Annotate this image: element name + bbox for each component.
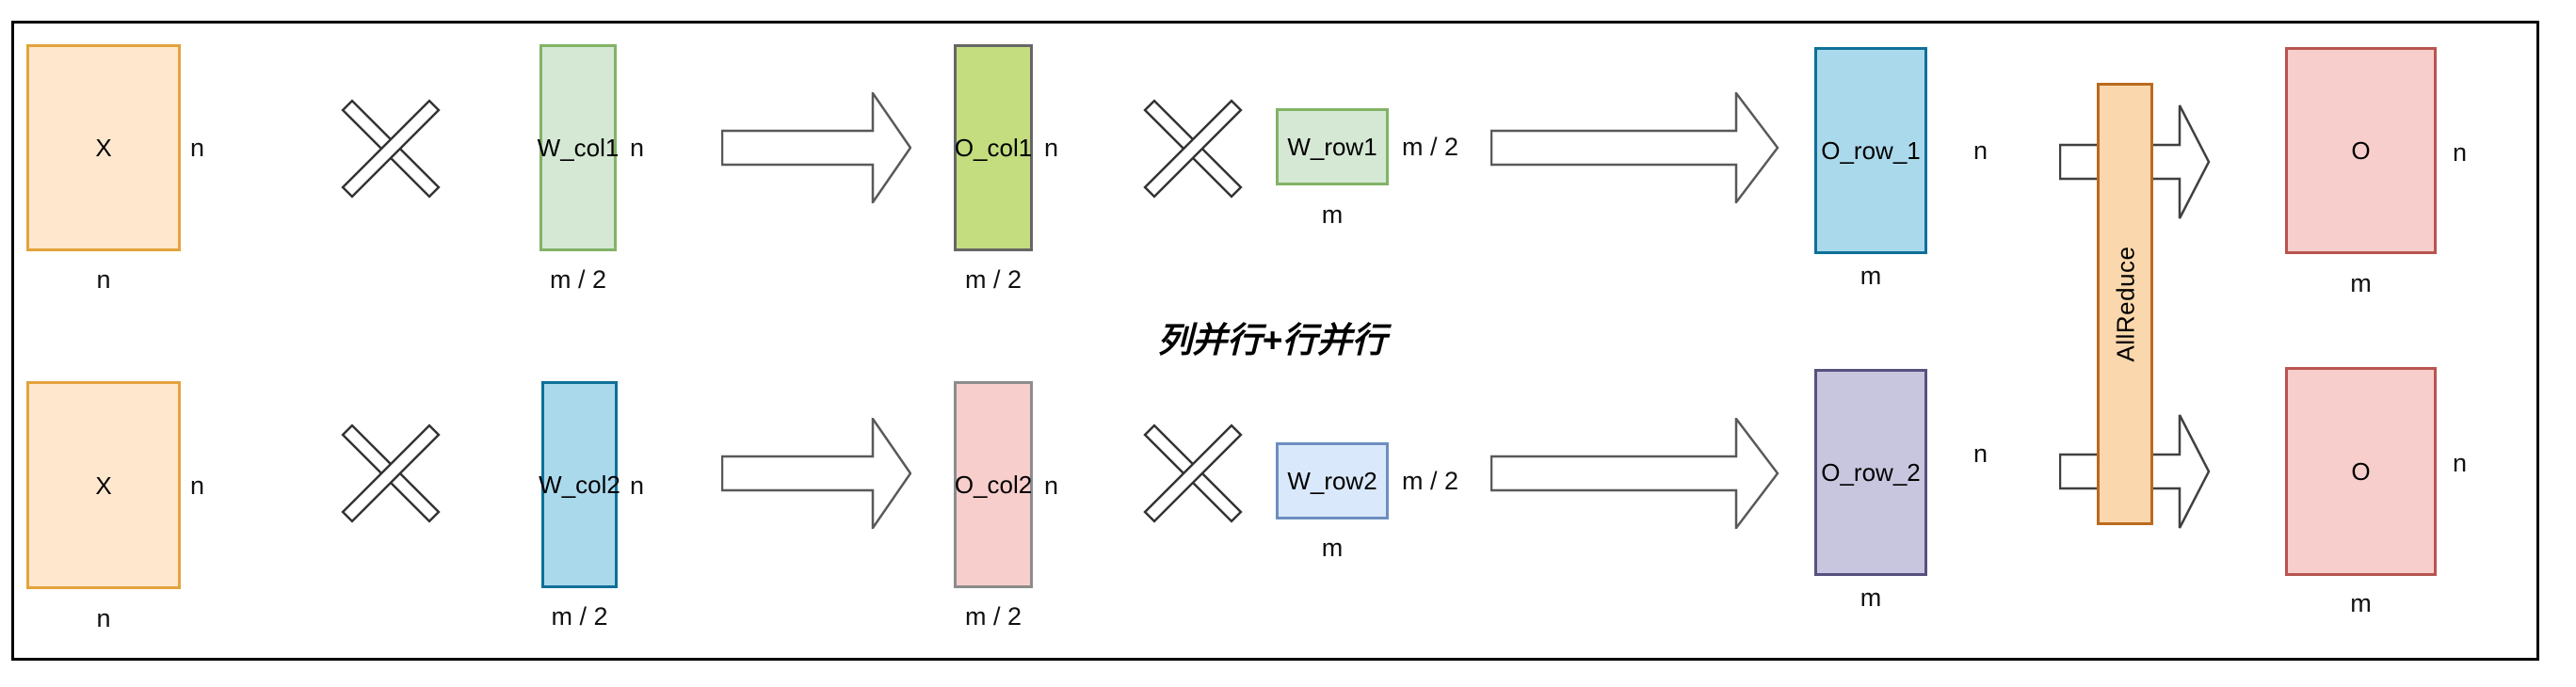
dim-bottom-o-row-1: m: [1860, 262, 1882, 290]
dim-right-w-row1: m / 2: [1402, 133, 1459, 161]
dim-bottom-x-top: n: [96, 265, 111, 294]
dim-bottom-o-top: m: [2350, 269, 2372, 297]
matrix-o-col1: O_col1: [954, 44, 1033, 251]
matrix-x-bottom-label: X: [95, 471, 112, 500]
dim-right-w-row2: m / 2: [1402, 467, 1459, 495]
matrix-o-row-2: O_row_2: [1814, 369, 1927, 576]
dim-bottom-o-bottom: m: [2350, 589, 2372, 617]
matrix-o-bottom: O: [2285, 367, 2437, 576]
matrix-o-top: O: [2285, 47, 2437, 254]
matrix-x-bottom: X: [26, 381, 181, 589]
dim-right-o-col1: n: [1044, 134, 1059, 162]
matrix-o-bottom-label: O: [2351, 457, 2371, 486]
matrix-w-col2-label: W_col2: [539, 471, 620, 499]
dim-bottom-w-col1: m / 2: [549, 265, 606, 294]
block-arrow-right-icon: [1490, 418, 1779, 529]
multiply-icon: [1143, 423, 1243, 523]
dim-bottom-o-col2: m / 2: [964, 602, 1022, 631]
dim-right-o-top: n: [2453, 138, 2468, 167]
matrix-o-col2-label: O_col2: [954, 471, 1033, 499]
matrix-o-row-1: O_row_1: [1814, 47, 1927, 254]
dim-right-o-col2: n: [1044, 471, 1059, 500]
matrix-w-row2: W_row2: [1276, 442, 1389, 519]
matrix-w-col1: W_col1: [537, 44, 620, 251]
diagram-title: 列并行+行并行: [1157, 321, 1387, 359]
dim-right-x-bottom: n: [190, 471, 205, 500]
matrix-w-row1: W_row1: [1276, 108, 1389, 185]
allreduce-label: AllReduce: [2111, 246, 2140, 362]
matrix-w-col1-label: W_col1: [537, 134, 620, 162]
multiply-icon: [341, 423, 441, 523]
matrix-o-col1-label: O_col1: [954, 134, 1033, 162]
dim-right-w-col2: n: [630, 471, 645, 500]
block-arrow-right-icon: [1490, 92, 1779, 203]
matrix-x-top-label: X: [95, 134, 112, 162]
dim-bottom-w-row1: m: [1321, 200, 1344, 229]
matrix-w-col2: W_col2: [539, 381, 620, 588]
matrix-x-top: X: [26, 44, 181, 251]
diagram-frame: [11, 21, 2539, 661]
dim-right-x-top: n: [190, 134, 205, 162]
dim-right-o-row-1: n: [1973, 136, 1988, 165]
matrix-o-top-label: O: [2351, 136, 2371, 165]
allreduce-bar: AllReduce: [2097, 83, 2153, 525]
matrix-w-row1-label: W_row1: [1287, 133, 1377, 161]
block-arrow-right-icon: [721, 92, 911, 203]
matrix-o-row-1-label: O_row_1: [1821, 136, 1921, 165]
dim-right-o-row-2: n: [1973, 439, 1988, 468]
matrix-w-row2-label: W_row2: [1287, 467, 1377, 495]
dim-right-o-bottom: n: [2453, 449, 2468, 477]
dim-bottom-o-row-2: m: [1860, 583, 1882, 612]
dim-bottom-w-col2: m / 2: [551, 602, 608, 631]
matrix-o-col2: O_col2: [954, 381, 1033, 588]
multiply-icon: [341, 99, 441, 199]
matrix-o-row-2-label: O_row_2: [1821, 458, 1921, 487]
dim-right-w-col1: n: [630, 134, 645, 162]
block-arrow-right-icon: [721, 418, 911, 529]
dim-bottom-w-row2: m: [1321, 534, 1344, 562]
dim-bottom-x-bottom: n: [96, 604, 111, 632]
dim-bottom-o-col1: m / 2: [964, 265, 1022, 294]
multiply-icon: [1143, 99, 1243, 199]
